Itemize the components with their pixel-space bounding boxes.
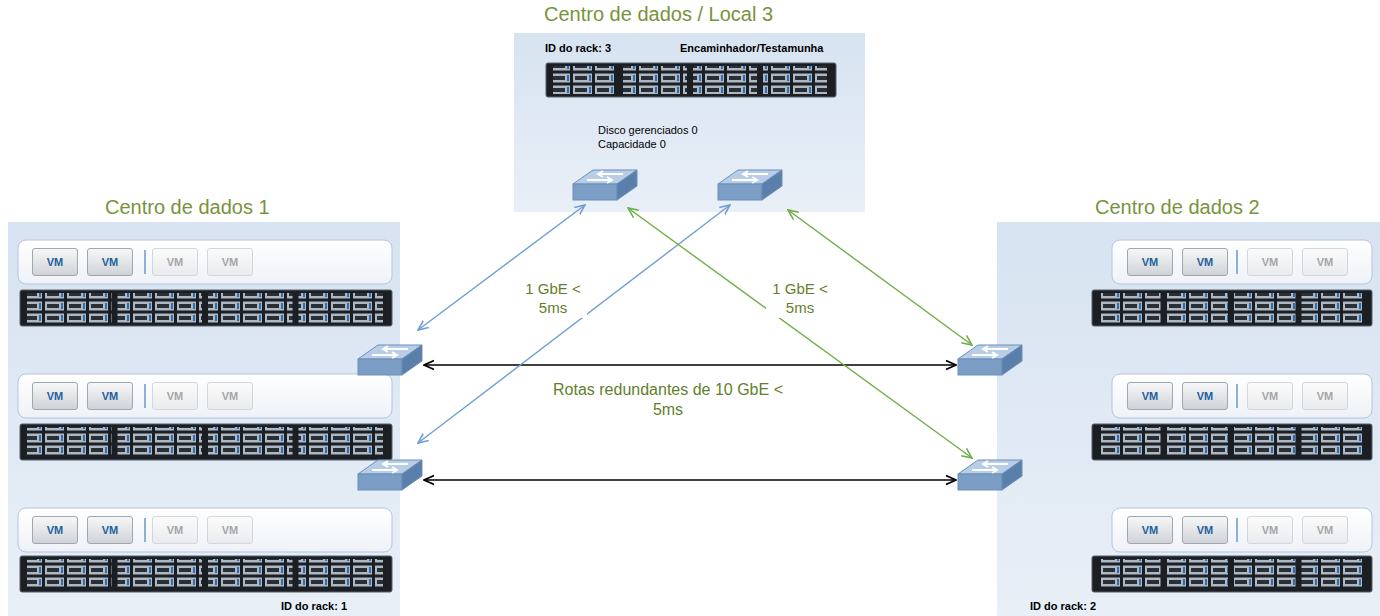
server-unit bbox=[1092, 556, 1372, 592]
link-speed-label: 1 GbE < 5ms bbox=[519, 278, 587, 318]
site-region: VMVMVMVMVMVMVMVMVMVMVMVMCentro de dados … bbox=[8, 222, 400, 616]
vm-box: VM bbox=[32, 248, 78, 276]
server-unit bbox=[20, 424, 392, 460]
vm-label: VM bbox=[1197, 390, 1214, 403]
server-unit bbox=[546, 63, 836, 97]
server-unit bbox=[1092, 290, 1372, 326]
link-speed-label: 1 GbE < 5ms bbox=[766, 278, 834, 318]
link-description: Rotas redundantes de 10 GbE < 5ms bbox=[540, 379, 796, 421]
vm-label: VM bbox=[1262, 256, 1279, 269]
rack-id: ID do rack: 1 bbox=[281, 600, 347, 613]
site-region: VMVMVMVMVMVMVMVMVMVMVMVMCentro de dados … bbox=[997, 222, 1380, 616]
row-separators bbox=[145, 250, 1237, 542]
vm-box-inactive: VM bbox=[1247, 382, 1293, 410]
vm-box-inactive: VM bbox=[152, 248, 198, 276]
site-region-ground bbox=[514, 33, 865, 212]
vm-box-inactive: VM bbox=[1302, 516, 1348, 544]
switch-icon bbox=[958, 345, 1022, 375]
vm-label: VM bbox=[222, 524, 239, 537]
server-unit bbox=[20, 290, 392, 326]
vm-label: VM bbox=[1317, 524, 1334, 537]
site-heading: Centro de dados 1 bbox=[105, 195, 270, 219]
vm-box-inactive: VM bbox=[207, 382, 253, 410]
vm-label: VM bbox=[1197, 256, 1214, 269]
vm-label: VM bbox=[102, 390, 119, 403]
vm-box: VM bbox=[1127, 382, 1173, 410]
vm-label: VM bbox=[167, 390, 184, 403]
vm-label: VM bbox=[1262, 390, 1279, 403]
vm-box-inactive: VM bbox=[1302, 382, 1348, 410]
site-region-ground bbox=[997, 222, 1380, 616]
site-region: Centro de dados / Local 3ID do rack: 3En… bbox=[514, 33, 865, 212]
vm-label: VM bbox=[167, 256, 184, 269]
switch-icon bbox=[358, 345, 422, 375]
vm-label: VM bbox=[1262, 524, 1279, 537]
vm-label: VM bbox=[102, 524, 119, 537]
switch-icon bbox=[958, 460, 1022, 490]
server-unit bbox=[20, 556, 392, 592]
vm-label: VM bbox=[47, 256, 64, 269]
network-switches bbox=[358, 170, 1022, 490]
vm-box: VM bbox=[1182, 382, 1228, 410]
vm-box-inactive: VM bbox=[152, 382, 198, 410]
vm-box: VM bbox=[32, 516, 78, 544]
vm-box-inactive: VM bbox=[1247, 516, 1293, 544]
switch-icon bbox=[718, 170, 782, 200]
vm-box-inactive: VM bbox=[152, 516, 198, 544]
server-unit bbox=[1092, 424, 1372, 460]
network-links bbox=[418, 205, 972, 480]
vm-label: VM bbox=[1317, 256, 1334, 269]
vm-label: VM bbox=[1142, 256, 1159, 269]
vm-box: VM bbox=[87, 516, 133, 544]
vm-box-inactive: VM bbox=[207, 516, 253, 544]
vm-box: VM bbox=[1182, 516, 1228, 544]
switch-icon bbox=[573, 170, 637, 200]
rack-id: ID do rack: 3 bbox=[545, 42, 611, 55]
capacity-note: Disco gerenciados 0 Capacidade 0 bbox=[598, 123, 723, 151]
vm-box: VM bbox=[87, 248, 133, 276]
vm-label: VM bbox=[167, 524, 184, 537]
server-units bbox=[20, 63, 1372, 592]
vm-box-inactive: VM bbox=[1302, 248, 1348, 276]
vm-label: VM bbox=[1317, 390, 1334, 403]
site-region-ground bbox=[8, 222, 400, 616]
switch-icon bbox=[358, 460, 422, 490]
vm-box: VM bbox=[32, 382, 78, 410]
vm-label: VM bbox=[1142, 524, 1159, 537]
vm-box: VM bbox=[87, 382, 133, 410]
vm-label: VM bbox=[47, 390, 64, 403]
vm-box: VM bbox=[1182, 248, 1228, 276]
vm-label: VM bbox=[222, 256, 239, 269]
vm-box: VM bbox=[1127, 248, 1173, 276]
vm-box: VM bbox=[1127, 516, 1173, 544]
vm-label: VM bbox=[222, 390, 239, 403]
rack-id: ID do rack: 2 bbox=[1030, 600, 1096, 613]
vm-label: VM bbox=[102, 256, 119, 269]
vm-box-inactive: VM bbox=[1247, 248, 1293, 276]
site-heading: Centro de dados 2 bbox=[1095, 195, 1260, 219]
vm-label: VM bbox=[1142, 390, 1159, 403]
vm-label: VM bbox=[47, 524, 64, 537]
host-rows bbox=[18, 240, 1372, 552]
site-heading: Centro de dados / Local 3 bbox=[544, 2, 773, 26]
vm-label: VM bbox=[1197, 524, 1214, 537]
site-role: Encaminhador/Testamunha bbox=[680, 42, 823, 55]
vm-box-inactive: VM bbox=[207, 248, 253, 276]
